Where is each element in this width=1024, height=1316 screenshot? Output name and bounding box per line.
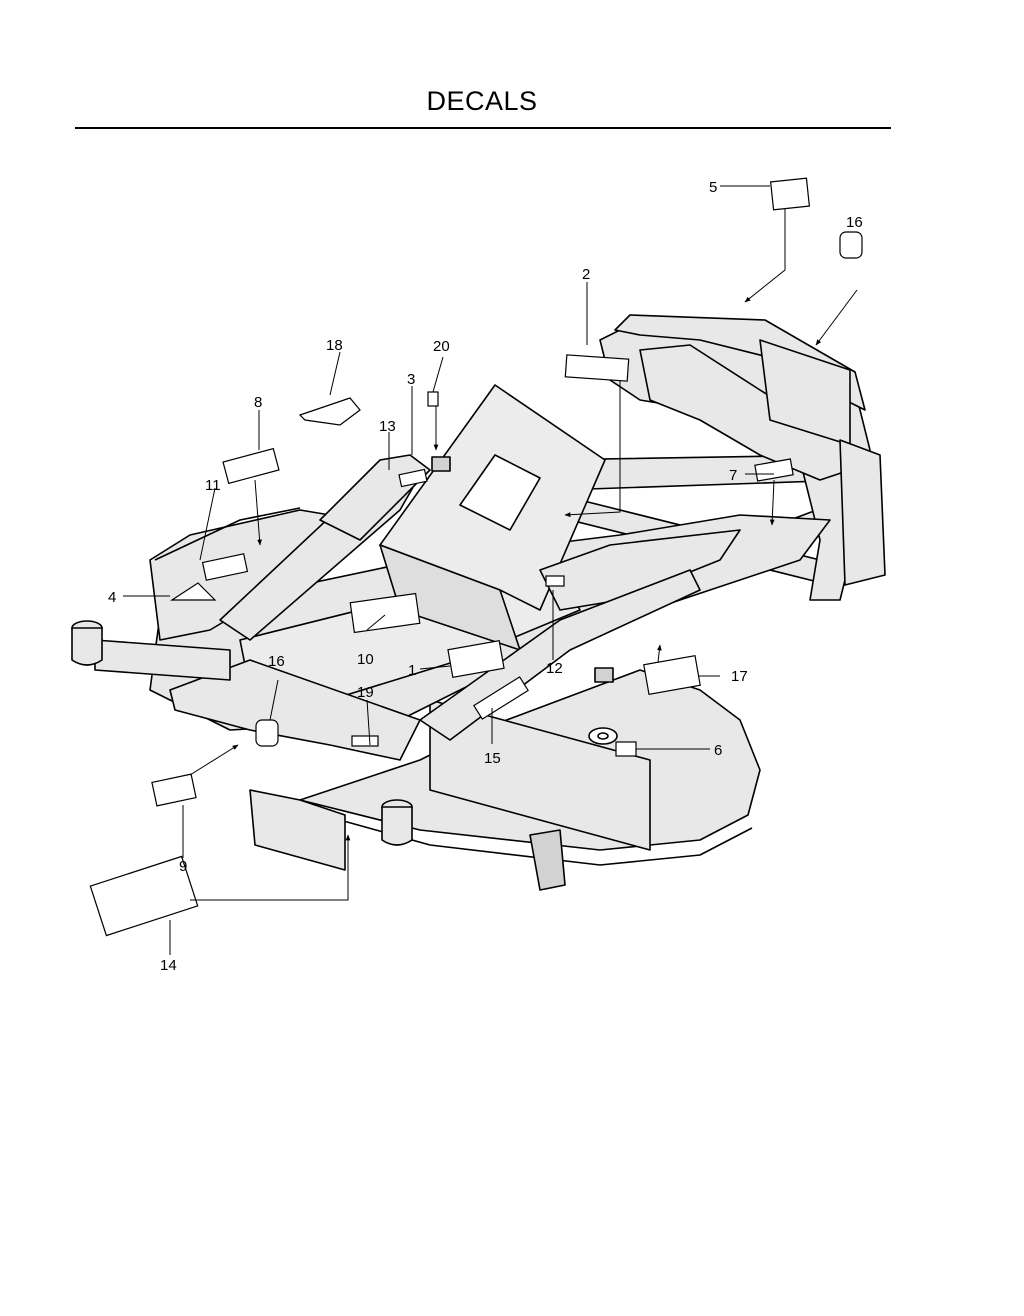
decal-17: [643, 655, 701, 695]
callout-11: 11: [205, 477, 221, 494]
deck-pulley-hub: [597, 732, 609, 740]
decal-4: [169, 582, 217, 601]
mount-tab: [431, 456, 451, 472]
callout-9: 9: [179, 858, 187, 875]
callout-8: 8: [254, 394, 262, 411]
decal-8: [222, 447, 280, 485]
callout-10: 10: [357, 651, 374, 668]
callout-14: 14: [160, 957, 177, 974]
deck-bracket: [529, 829, 566, 891]
callout-16b: 16: [268, 653, 285, 670]
callout-5: 5: [709, 179, 717, 196]
callout-3: 3: [407, 371, 415, 388]
title-rule: [75, 127, 891, 129]
callout-18: 18: [326, 337, 343, 354]
deck-skirt-left: [249, 789, 346, 871]
decal-5: [769, 177, 811, 211]
page-title: DECALS: [426, 86, 538, 116]
callout-6: 6: [714, 742, 722, 759]
front-bumper: [169, 659, 421, 761]
callout-2: 2: [582, 266, 590, 283]
callout-19: 19: [357, 684, 374, 701]
decal-16-top: [839, 231, 863, 259]
callout-1: 1: [408, 662, 416, 679]
decal-14: [89, 855, 199, 937]
deck-front-panel: [429, 699, 651, 851]
seat-cover-window: [459, 454, 541, 531]
decal-2: [564, 354, 630, 382]
front-caster-post: [381, 806, 413, 846]
decal-11: [201, 553, 249, 581]
left-caster-post: [71, 627, 103, 666]
callout-12: 12: [546, 660, 563, 677]
rear-leg: [839, 439, 886, 586]
decal-20: [427, 391, 439, 407]
decal-18: [298, 397, 361, 426]
callout-15: 15: [484, 750, 501, 767]
left-fender-rim: [154, 507, 301, 561]
seat-pan: [639, 344, 851, 481]
decal-9: [151, 773, 197, 807]
callout-13: 13: [379, 418, 396, 435]
leader-lines: [123, 185, 858, 955]
decal-graphics: [89, 177, 863, 937]
decal-19: [351, 735, 379, 747]
decal-12: [545, 575, 565, 587]
mount-tab: [594, 667, 614, 683]
decal-10: [349, 592, 421, 634]
right-step-panel: [539, 529, 741, 611]
decal-16-front: [255, 719, 279, 747]
callout-16: 16: [846, 214, 863, 231]
decal-15: [473, 676, 529, 720]
decal-6: [615, 741, 637, 757]
callout-17: 17: [731, 668, 748, 685]
decal-7: [754, 458, 794, 482]
decal-13: [398, 468, 428, 488]
callout-4: 4: [108, 589, 116, 606]
mower-chassis: [71, 314, 886, 891]
callout-labels: 5 16 2 18 20 3 8 13 11 7 4 10 12 1 17 16…: [108, 179, 863, 974]
callout-7: 7: [729, 467, 737, 484]
callout-20: 20: [433, 338, 450, 355]
decal-1: [447, 640, 505, 678]
